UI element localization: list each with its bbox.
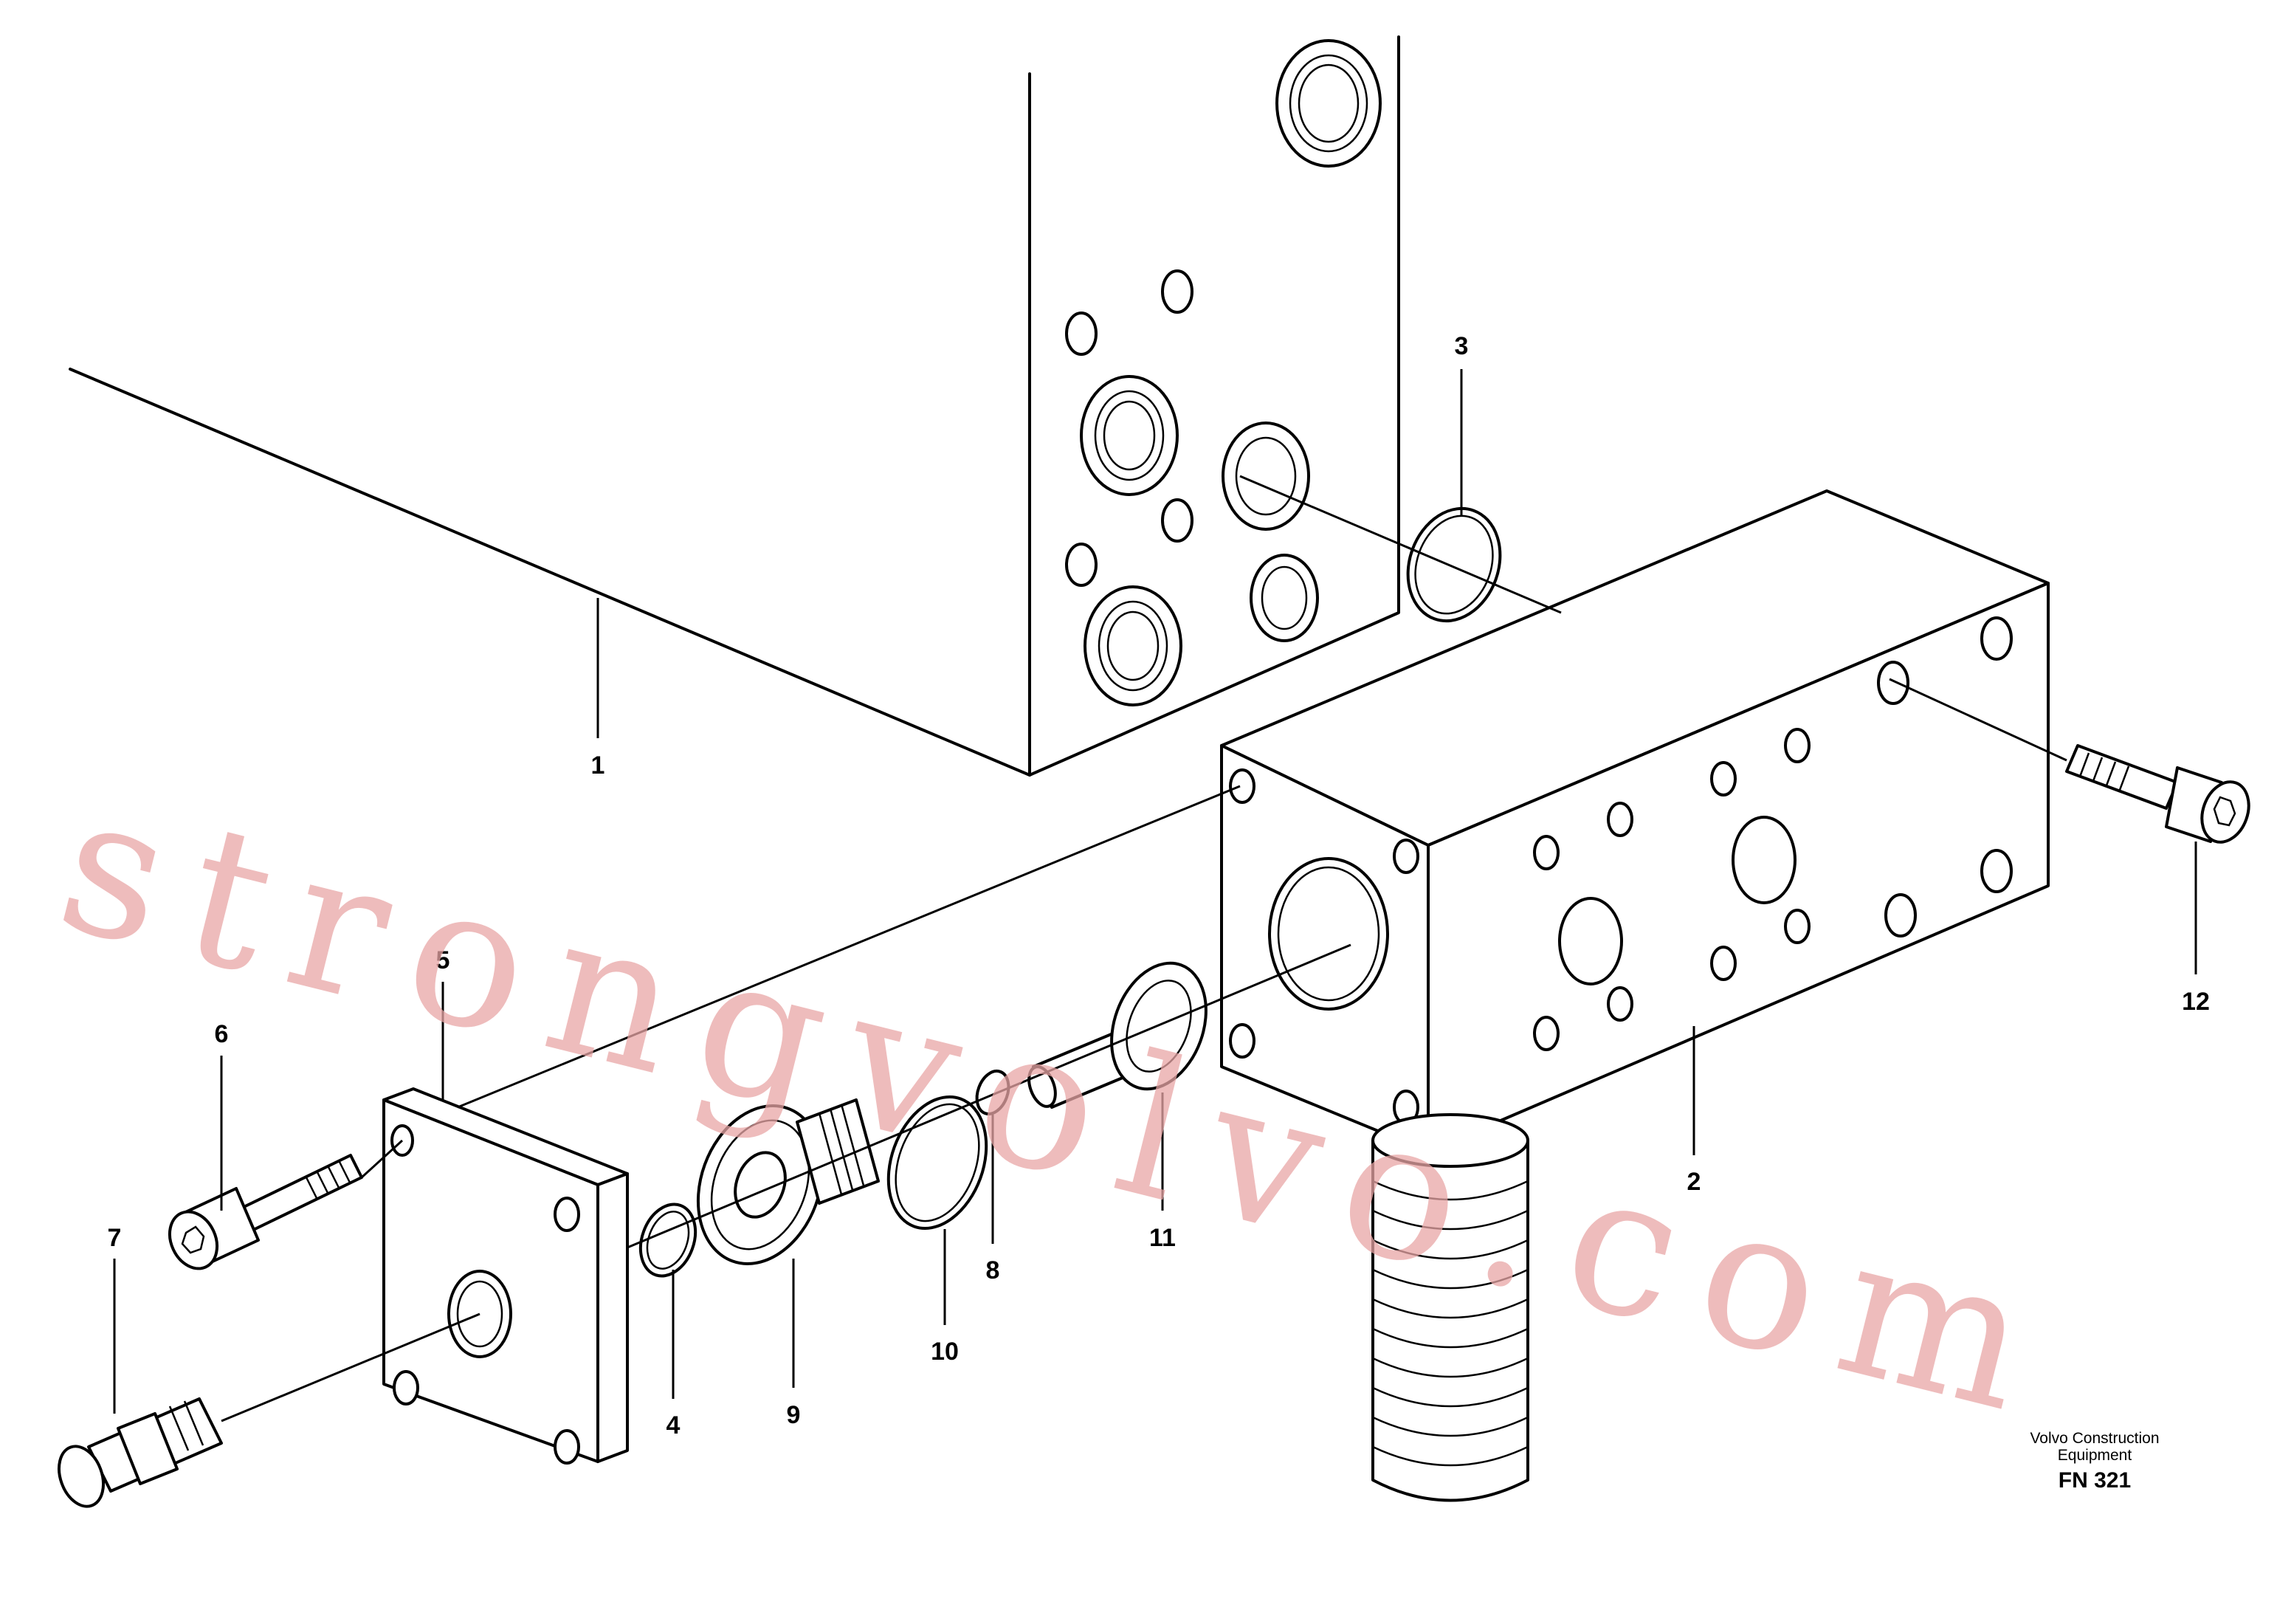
o-ring-part-3 [1239,475,1562,623]
bolt-part-6 [168,1139,404,1270]
threaded-pipe [1371,1113,1529,1502]
o-ring-part-8 [975,1069,1010,1116]
company-name-line1: Volvo Construction [2030,1430,2159,1447]
figure-code: FN 321 [2059,1468,2131,1493]
callout-leaders [113,369,2197,1414]
fitting-part-7 [58,1312,480,1508]
callout-numbers: 1 2 3 4 5 6 7 8 9 10 11 12 [108,332,2210,1439]
housing-ports [1065,39,1382,706]
valve-block-part-2 [1220,489,2050,1502]
callout-2: 2 [1687,1168,1701,1196]
callout-10: 10 [931,1338,959,1366]
callout-12: 12 [2182,988,2210,1016]
callout-4: 4 [666,1411,681,1439]
callout-9: 9 [787,1401,801,1429]
callout-5: 5 [436,946,450,974]
callout-3: 3 [1455,332,1469,360]
company-name-line2: Equipment [2058,1447,2132,1464]
callout-6: 6 [215,1020,229,1048]
callout-11: 11 [1149,1224,1176,1252]
valve-housing-part-1 [69,35,1400,777]
callout-8: 8 [986,1256,1000,1284]
bolt-part-12 [1889,678,2250,844]
poppet-part-11 [1027,961,1208,1109]
o-ring-part-4 [638,1202,697,1278]
cover-plate-part-5 [382,785,1241,1465]
callout-7: 7 [108,1224,122,1252]
figure-footer: Volvo Construction Equipment FN 321 [2030,1430,2159,1493]
valve-seat-part-9 [696,1098,880,1265]
callout-1: 1 [591,751,605,780]
o-ring-part-10 [886,1095,988,1231]
